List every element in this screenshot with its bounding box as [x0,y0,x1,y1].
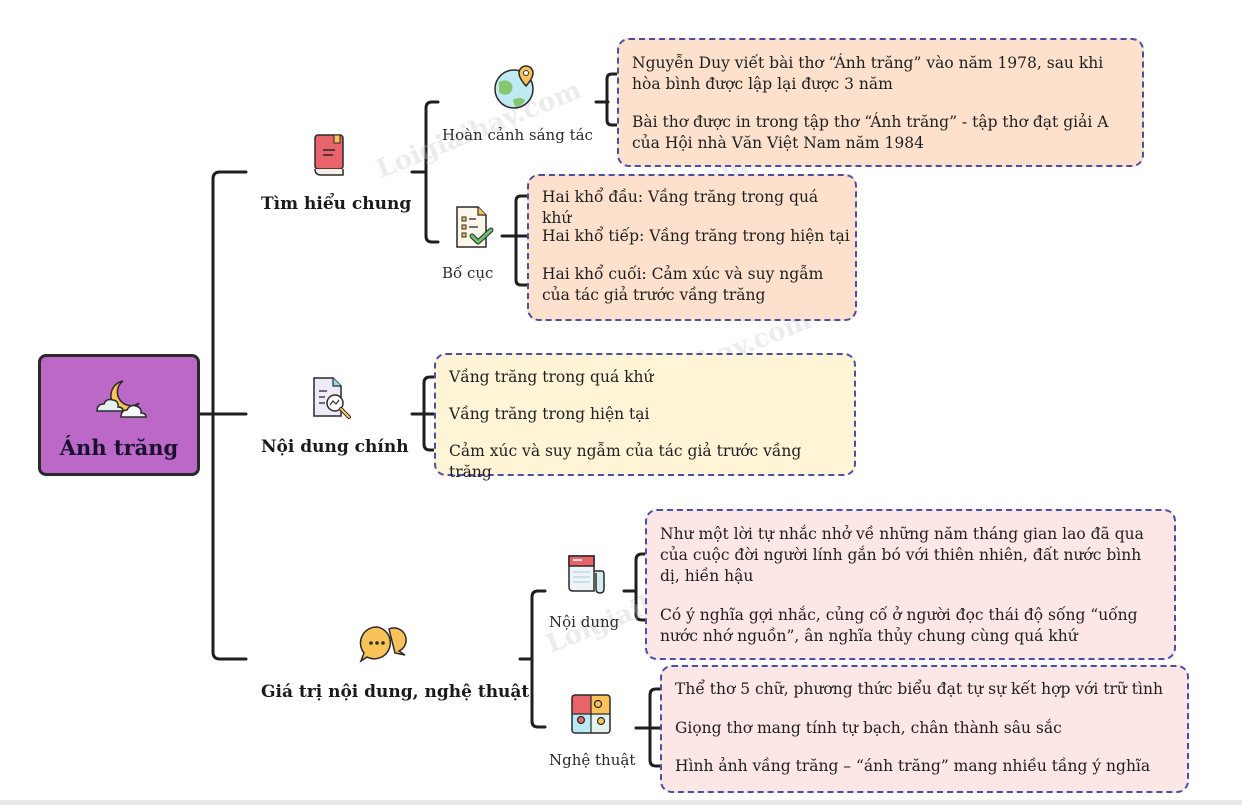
noidung-sub-bracket [622,552,662,622]
leaf-item: Giọng thơ mang tính tự bạch, chân thành … [675,719,1062,737]
branch3-bracket [518,589,547,729]
newspaper-icon [568,555,605,594]
globe-pin-icon [494,65,534,109]
leaf-item: Vầng trăng trong hiện tại [449,405,650,423]
node-label-hoan-canh-sang-tac[interactable]: Hoàn cảnh sáng tác [442,126,593,144]
checklist-icon [456,206,494,248]
leaf-item: Thể thơ 5 chữ, phương thức biểu đạt tự s… [675,680,1163,698]
hoan-canh-box: Nguyễn Duy viết bài thơ “Ánh trăng” vào … [617,38,1144,167]
node-label-nghe-thuat[interactable]: Nghệ thuật [549,751,636,769]
leaf-item: Nguyễn Duy viết bài thơ “Ánh trăng” vào … [632,54,1104,93]
leaf-item: Có ý nghĩa gợi nhắc, củng cố ở người đọc… [660,606,1138,645]
root-node[interactable]: Ánh trăng [38,354,200,476]
leaf-item: Cảm xúc và suy ngẫm của tác giả trước vầ… [449,442,802,481]
branch-label-noi-dung-chinh[interactable]: Nội dung chính [261,437,409,457]
leaf-item: Hai khổ tiếp: Vầng trăng trong hiện tại [542,227,850,245]
moon-cloud-icon [96,380,147,418]
leaf-item: Hình ảnh vầng trăng – “ánh trăng” mang n… [675,757,1151,775]
main-bracket [211,170,248,661]
noi-dung-chinh-box: Vầng trăng trong quá khứ Vầng trăng tron… [434,353,856,481]
root-title: Ánh trăng [59,435,179,460]
leaf-item: Như một lời tự nhắc nhở về những năm thá… [660,525,1144,585]
document-search-icon [313,377,351,419]
branch-label-tim-hieu-chung[interactable]: Tìm hiểu chung [261,194,412,214]
noi-dung-box: Như một lời tự nhắc nhở về những năm thá… [645,509,1176,660]
leaf-item: Hai khổ đầu: Vầng trăng trong quá khứ [542,188,819,227]
branch1-bracket [410,100,440,244]
leaf-item: Hai khổ cuối: Cảm xúc và suy ngẫm của tá… [542,265,824,304]
bottom-bar [0,800,1242,805]
chat-bubbles-icon [359,626,407,663]
book-icon [314,134,344,176]
node-label-bo-cuc[interactable]: Bố cục [442,264,494,282]
node-label-noi-dung[interactable]: Nội dung [549,613,620,631]
hoancanh-bracket [594,72,634,127]
nghe-thuat-box: Thể thơ 5 chữ, phương thức biểu đạt tự s… [660,665,1189,793]
bo-cuc-box: Hai khổ đầu: Vầng trăng trong quá khứ Ha… [527,174,857,321]
puzzle-icon [571,694,611,734]
leaf-item: Vầng trăng trong quá khứ [449,368,654,386]
leaf-item: Bài thơ được in trong tập thơ “Ánh trăng… [632,113,1109,152]
branch-label-gia-tri[interactable]: Giá trị nội dung, nghệ thuật [261,682,530,702]
